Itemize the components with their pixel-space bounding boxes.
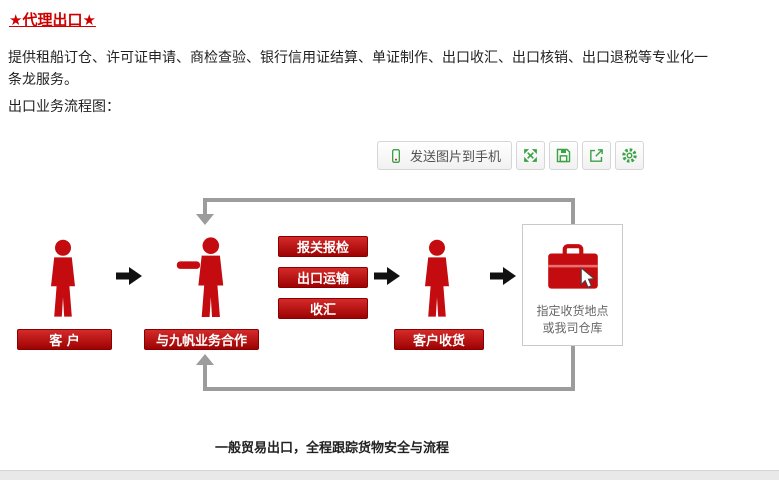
destination-line2: 或我司仓库	[542, 321, 603, 335]
flow-arrow-icon	[490, 267, 516, 289]
cursor-icon	[580, 266, 595, 288]
loop-arrowhead-down	[196, 214, 214, 225]
destination-box: 指定收货地点 或我司仓库	[522, 224, 623, 346]
loop-top-horizontal	[203, 198, 575, 202]
loop-bottom-horizontal	[203, 387, 575, 391]
node-receive: 客户收货	[394, 329, 484, 350]
destination-label: 指定收货地点 或我司仓库	[536, 303, 608, 337]
receiver-person-icon	[413, 235, 461, 327]
settings-button[interactable]	[615, 141, 645, 170]
save-button[interactable]	[549, 141, 579, 170]
loop-top-left-vertical	[203, 200, 207, 216]
loop-top-right-vertical	[571, 200, 575, 225]
node-customer: 客 户	[17, 329, 112, 350]
send-to-phone-button[interactable]: 发送图片到手机	[377, 141, 513, 170]
page-title: ★代理出口★	[9, 11, 96, 29]
destination-line1: 指定收货地点	[536, 304, 609, 318]
fullscreen-button[interactable]	[516, 141, 546, 170]
node-step-transport: 出口运输	[278, 267, 368, 288]
flowchart-caption: 一般贸易出口，全程跟踪货物安全与流程	[214, 441, 449, 456]
node-cooperate: 与九帆业务合作	[144, 329, 259, 350]
export-button[interactable]	[582, 141, 612, 170]
loop-arrowhead-up	[196, 354, 214, 365]
footer-divider	[0, 470, 779, 480]
save-icon	[555, 147, 572, 164]
customer-person-icon	[39, 235, 87, 327]
flow-arrow-icon	[374, 267, 400, 289]
phone-icon	[388, 148, 404, 164]
gear-icon	[621, 147, 638, 164]
image-toolbar: 发送图片到手机	[377, 141, 645, 170]
flow-arrow-icon	[116, 267, 142, 289]
loop-bottom-left-vertical	[203, 365, 207, 389]
intro-text: 提供租船订仓、许可证申请、商检查验、银行信用证结算、单证制作、出口收汇、出口核销…	[8, 50, 708, 88]
node-step-declare: 报关报检	[278, 236, 368, 257]
loop-bottom-right-vertical	[571, 346, 575, 389]
fullscreen-icon	[522, 147, 539, 164]
agent-person-icon	[176, 233, 234, 327]
flowchart-label: 出口业务流程图：	[8, 99, 120, 115]
send-to-phone-label: 发送图片到手机	[410, 150, 502, 165]
briefcase-icon	[542, 243, 604, 297]
node-step-payment: 收汇	[278, 298, 368, 319]
export-icon	[588, 147, 605, 164]
